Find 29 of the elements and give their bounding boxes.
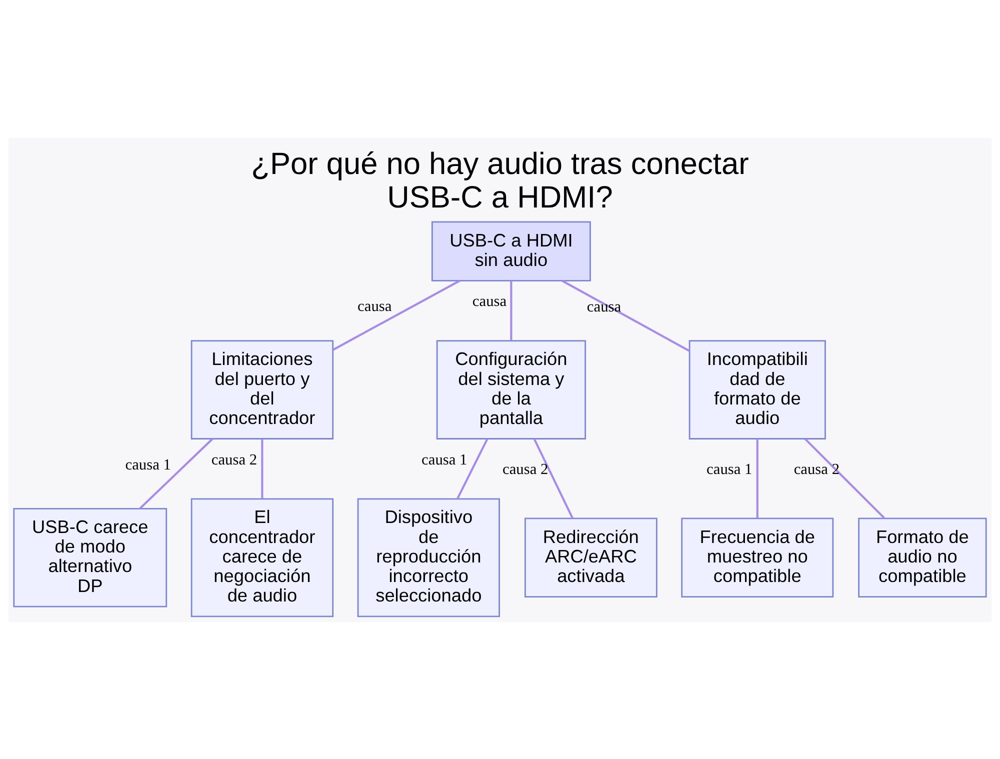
edge-label: causa 1 bbox=[706, 460, 752, 478]
connector bbox=[139, 438, 214, 509]
node-box: Formato de audio no compatible bbox=[858, 517, 987, 598]
edge-label: causa bbox=[586, 298, 622, 315]
node-box: Dispositivo de reproducción incorrecto seleccionado bbox=[357, 498, 500, 617]
connector bbox=[510, 280, 512, 340]
edge-label: causa 2 bbox=[211, 450, 258, 468]
diagram-title: ¿Por qué no hay audio tras conectar USB-C a HDMI? bbox=[251, 145, 749, 214]
edge-label: causa bbox=[358, 297, 392, 314]
node-box: Redirección ARC/eARC activada bbox=[524, 517, 658, 598]
node-box: Frecuencia de muestreo no compatible bbox=[681, 517, 834, 598]
connector bbox=[332, 279, 460, 350]
edge-label: causa 1 bbox=[422, 450, 468, 468]
connector bbox=[562, 279, 690, 352]
edge-label: causa 2 bbox=[502, 460, 548, 478]
connector bbox=[456, 438, 488, 499]
edge-label: causa 1 bbox=[125, 456, 171, 473]
node-box: Limitaciones del puerto y del concentrador bbox=[190, 340, 334, 439]
connector bbox=[804, 438, 885, 518]
node-box: USB-C a HDMI sin audio bbox=[431, 220, 591, 281]
node-box: Incompatibilidad de formato de audio bbox=[688, 340, 826, 439]
connector bbox=[261, 438, 264, 498]
edge-label: causa 2 bbox=[794, 460, 840, 478]
connector bbox=[533, 438, 574, 518]
node-box: USB-C carece de modo alternativo DP bbox=[13, 508, 168, 607]
node-box: El concentrador carece de negociación de audio bbox=[190, 498, 334, 617]
node-box: Configuración del sistema y de la pantalla bbox=[436, 340, 586, 439]
edge-label: causa bbox=[472, 292, 507, 310]
connector bbox=[756, 438, 758, 518]
